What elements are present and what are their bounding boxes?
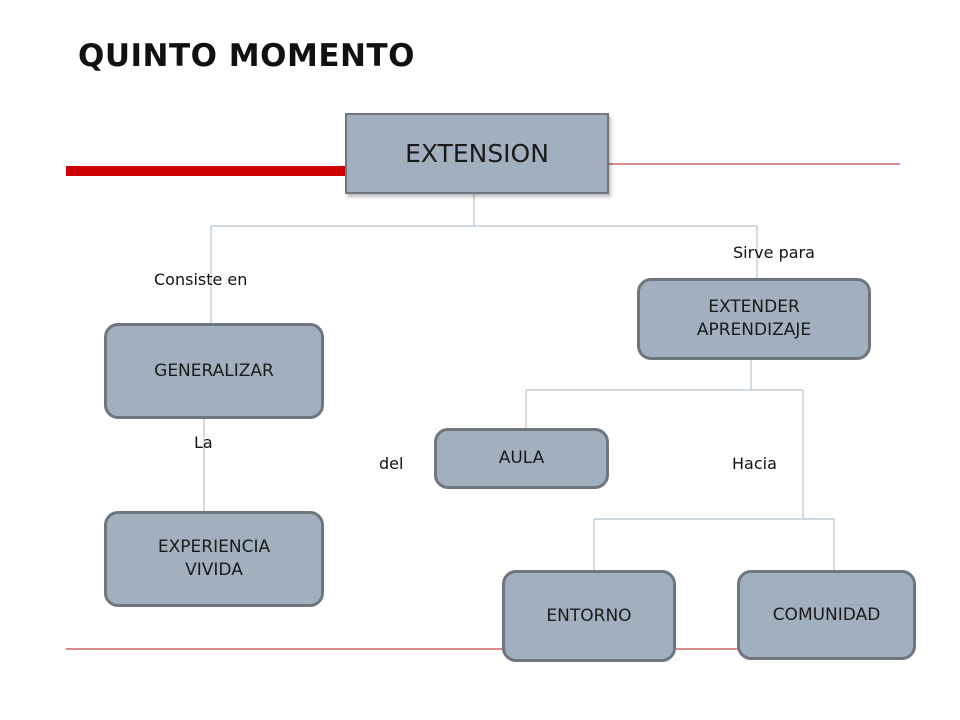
- page-title: QUINTO MOMENTO: [78, 38, 415, 74]
- label-la: La: [194, 433, 213, 452]
- label-sirve-para: Sirve para: [733, 243, 815, 262]
- node-extension: EXTENSION: [345, 113, 609, 194]
- label-hacia: Hacia: [732, 454, 777, 473]
- node-generalizar: GENERALIZAR: [104, 323, 324, 419]
- node-experiencia-vivida: EXPERIENCIA VIVIDA: [104, 511, 324, 607]
- red-accent-bar: [66, 166, 348, 176]
- node-comunidad: COMUNIDAD: [737, 570, 916, 660]
- label-consiste-en: Consiste en: [154, 270, 248, 289]
- node-extender-aprendizaje: EXTENDER APRENDIZAJE: [637, 278, 871, 360]
- node-aula: AULA: [434, 428, 609, 489]
- node-entorno: ENTORNO: [502, 570, 676, 662]
- label-del: del: [379, 454, 404, 473]
